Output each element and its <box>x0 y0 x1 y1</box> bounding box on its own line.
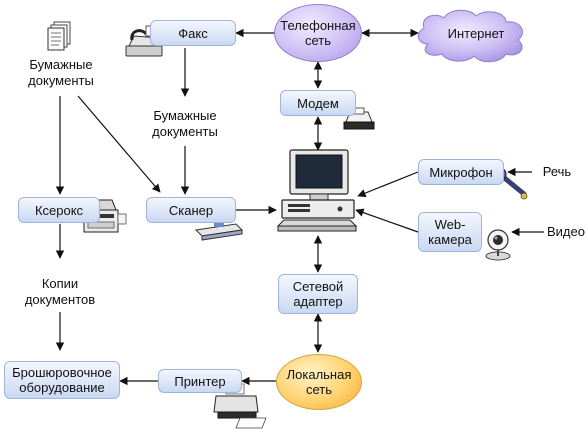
paper-docs-top-line-2: документы <box>28 73 94 88</box>
paper-docs-top-line-1: Бумажные <box>29 57 93 72</box>
paper-docs-mid-line-2: документы <box>152 124 218 139</box>
scanner-node[interactable]: Сканер <box>146 197 236 223</box>
binding-label-1: Брошюровочное <box>12 365 112 380</box>
webcam-node[interactable]: Web- камера <box>418 212 482 252</box>
microphone-label: Микрофон <box>429 164 493 180</box>
webcam-label-1: Web- <box>434 217 466 232</box>
paper-docs-top-label: Бумажные документы <box>16 57 106 89</box>
webcam-icon <box>485 229 511 261</box>
xerox-node[interactable]: Ксерокс <box>18 197 100 223</box>
arrow-topdocs-scanner <box>77 95 161 193</box>
printer-label: Принтер <box>174 373 226 389</box>
computer-icon <box>276 149 358 232</box>
copies-line-1: Копии <box>41 276 79 291</box>
network-adapter-label-1: Сетевой <box>292 279 344 294</box>
arrow-mic-computer <box>357 171 419 198</box>
network-adapter-node[interactable]: Сетевой адаптер <box>278 274 358 314</box>
paper-docs-mid-line-1: Бумажные <box>153 108 217 123</box>
copies-line-2: документов <box>24 292 96 307</box>
xerox-label: Ксерокс <box>34 202 84 218</box>
binding-equipment-node[interactable]: Брошюровочное оборудование <box>4 361 120 399</box>
webcam-label-2: камера <box>428 232 472 247</box>
modem-label: Модем <box>297 95 339 111</box>
fax-node[interactable]: Факс <box>150 20 236 46</box>
internet-label: Интернет <box>447 25 505 41</box>
modem-node[interactable]: Модем <box>280 90 356 116</box>
documents-stack-icon <box>47 21 71 51</box>
paper-docs-mid-label: Бумажные документы <box>140 108 230 140</box>
microphone-node[interactable]: Микрофон <box>418 159 504 185</box>
phone-network-label-2: сеть <box>304 33 332 48</box>
copies-label: Копии документов <box>12 276 108 308</box>
internet-node[interactable]: Интернет <box>436 22 516 44</box>
speech-label: Речь <box>542 164 572 179</box>
video-label: Видео <box>547 224 585 239</box>
scanner-icon <box>194 222 244 241</box>
printer-node[interactable]: Принтер <box>158 369 242 393</box>
phone-network-label-1: Телефонная <box>280 18 356 33</box>
network-adapter-label-2: адаптер <box>293 294 343 309</box>
scanner-label: Сканер <box>168 202 214 218</box>
binding-label-2: оборудование <box>19 380 105 395</box>
local-network-label-2: сеть <box>305 382 333 397</box>
phone-network-node[interactable]: Телефонная сеть <box>274 4 362 62</box>
internet-cloud-shape <box>417 9 523 63</box>
local-network-label-1: Локальная <box>286 367 352 382</box>
fax-label: Факс <box>178 25 208 41</box>
local-network-node[interactable]: Локальная сеть <box>276 354 362 410</box>
arrow-webcam-computer <box>355 208 419 233</box>
